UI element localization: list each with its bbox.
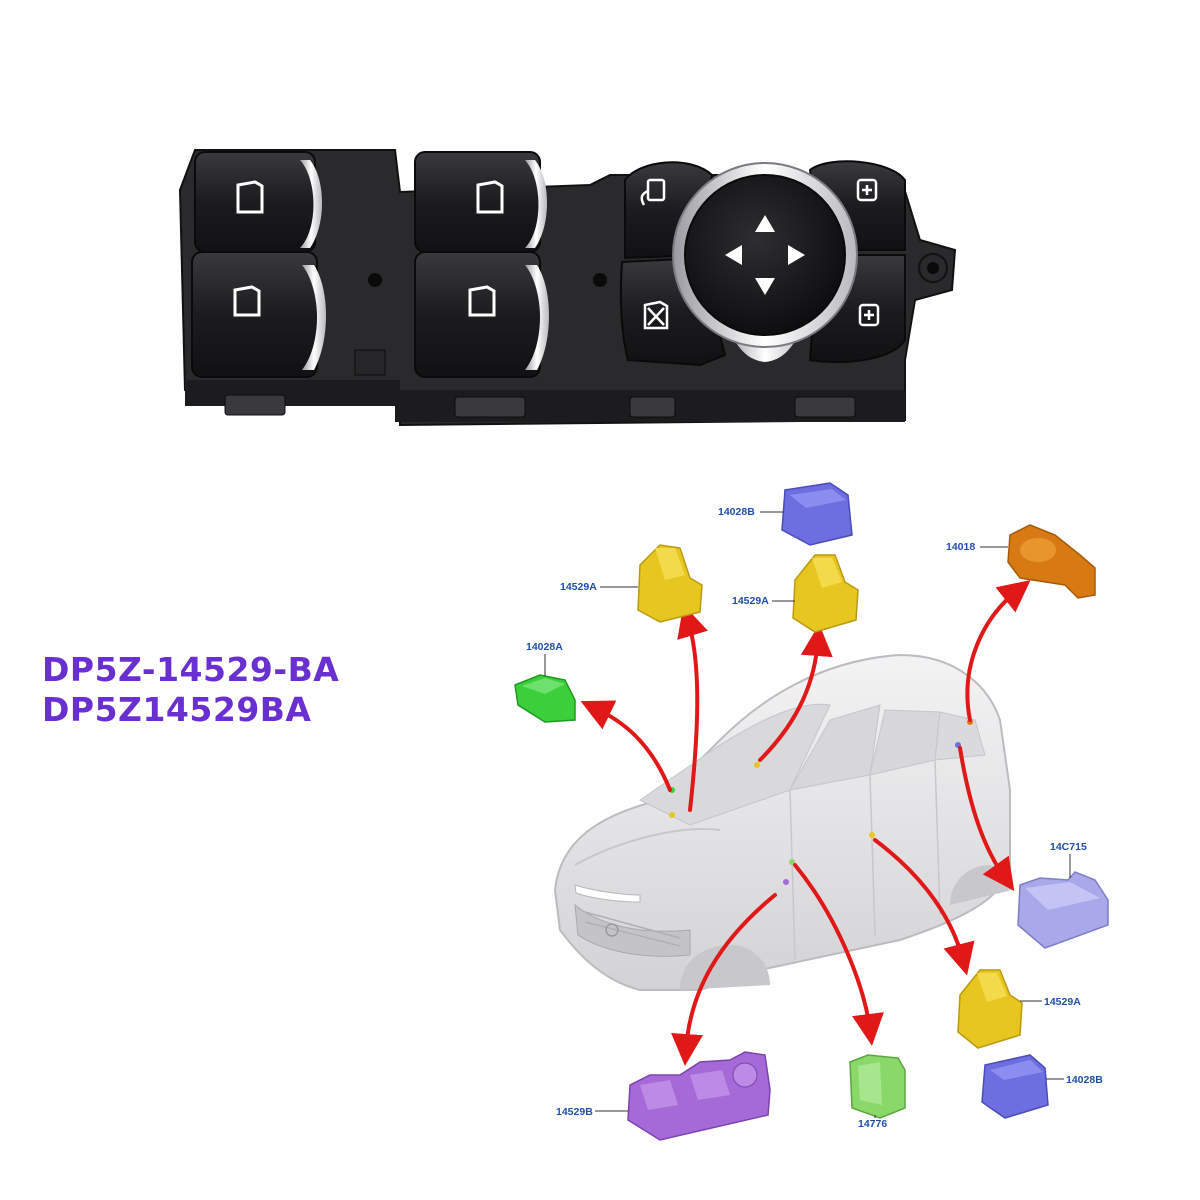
window-icon — [468, 285, 496, 317]
callout-14529A-left: 14529A — [560, 581, 597, 593]
mirror-joystick[interactable] — [672, 162, 858, 362]
callout-arrows — [580, 580, 1031, 1066]
window-switch-front-left-upper[interactable] — [194, 151, 322, 253]
part-14028B-top[interactable] — [781, 482, 853, 546]
callout-14529A-right: 14529A — [1044, 996, 1081, 1008]
callout-14529B: 14529B — [556, 1106, 593, 1118]
part-number-compact: DP5Z14529BA — [42, 690, 312, 729]
part-14028B-bottom[interactable] — [981, 1054, 1049, 1119]
callout-14028A: 14028A — [526, 641, 563, 653]
part-number-dashed: DP5Z-14529-BA — [42, 650, 340, 689]
callout-14018: 14018 — [946, 541, 975, 553]
mirror-joystick-icon — [725, 215, 805, 295]
vehicle-illustration — [553, 653, 1012, 991]
window-switch-front-right-lower[interactable] — [414, 251, 549, 378]
window-switch-front-right-upper[interactable] — [414, 151, 547, 253]
callout-14028B-top: 14028B — [718, 506, 755, 518]
lock-icon — [640, 178, 666, 206]
part-14529A-right[interactable] — [957, 969, 1023, 1049]
mirror-select-icon — [856, 178, 878, 202]
part-14529A-left[interactable] — [637, 544, 703, 623]
part-14C715[interactable] — [1017, 871, 1109, 949]
callout-14C715: 14C715 — [1050, 841, 1087, 853]
part-14529A-mid[interactable] — [792, 554, 859, 633]
window-icon — [476, 180, 504, 214]
child-lock-icon — [643, 300, 669, 330]
callout-14776: 14776 — [858, 1118, 887, 1130]
window-icon — [236, 180, 264, 214]
window-switch-panel — [178, 149, 957, 427]
window-icon — [233, 285, 261, 317]
window-switch-front-left-lower[interactable] — [191, 251, 326, 378]
callout-labels: 14028B 14018 14529A 14529A 14028A 14C715… — [526, 506, 1103, 1130]
fold-icon — [858, 303, 880, 327]
part-14529B[interactable] — [627, 1051, 771, 1141]
callout-14529A-mid: 14529A — [732, 595, 769, 607]
part-14776[interactable] — [849, 1054, 906, 1119]
callout-14028B-bottom: 14028B — [1066, 1074, 1103, 1086]
part-14028A[interactable] — [514, 674, 576, 723]
part-14018[interactable] — [1007, 524, 1096, 599]
